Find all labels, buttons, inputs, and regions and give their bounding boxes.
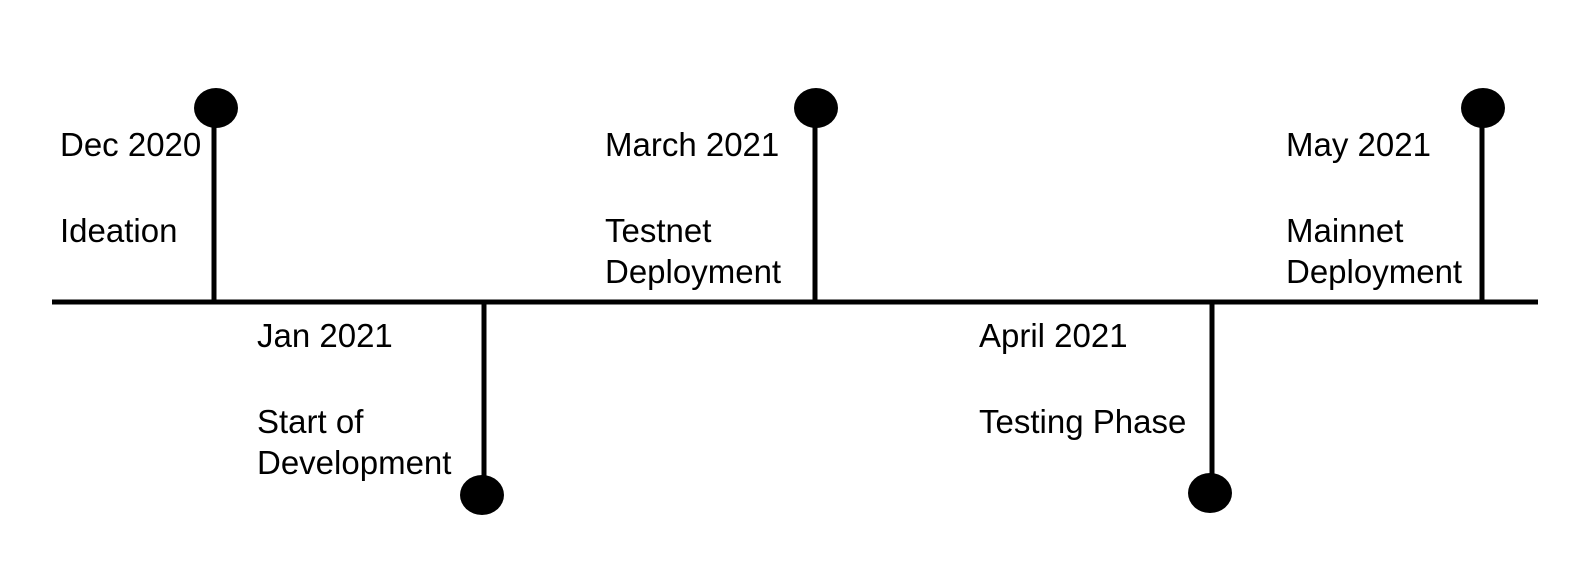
milestone-label: Mainnet Deployment xyxy=(1286,212,1463,290)
milestone-label: Ideation xyxy=(60,212,178,249)
milestone-april-2021: April 2021 Testing Phase xyxy=(979,315,1186,442)
milestone-date: March 2021 xyxy=(605,126,780,163)
milestone-may-2021: May 2021 Mainnet Deployment xyxy=(1286,124,1462,292)
milestone-march-2021: March 2021 Testnet Deployment xyxy=(605,124,781,292)
milestone-dec-2020: Dec 2020 Ideation xyxy=(60,124,201,251)
milestone-date: May 2021 xyxy=(1286,126,1431,163)
milestone-date: Dec 2020 xyxy=(60,126,202,163)
milestone-date: Jan 2021 xyxy=(257,317,393,354)
milestone-marker-dec-2020 xyxy=(194,88,238,128)
milestone-jan-2021: Jan 2021 Start of Development xyxy=(257,315,451,483)
milestone-marker-march-2021 xyxy=(794,88,838,128)
milestone-label: Testnet Deployment xyxy=(605,212,782,290)
milestone-marker-jan-2021 xyxy=(460,475,504,515)
milestone-label: Start of Development xyxy=(257,403,452,481)
milestone-marker-may-2021 xyxy=(1461,88,1505,128)
milestone-date: April 2021 xyxy=(979,317,1128,354)
milestone-marker-april-2021 xyxy=(1188,473,1232,513)
milestone-label: Testing Phase xyxy=(979,403,1187,440)
